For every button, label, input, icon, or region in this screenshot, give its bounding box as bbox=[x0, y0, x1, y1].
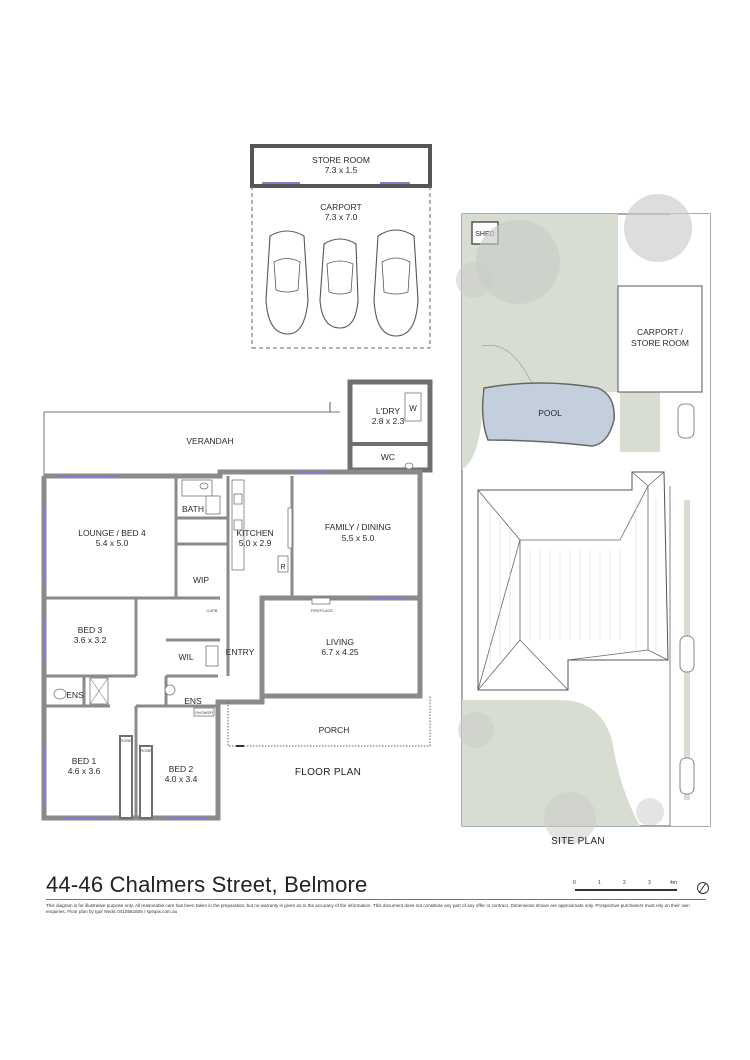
scale-tick-3: 3 bbox=[648, 880, 651, 886]
scale-tick-0: 0 bbox=[573, 880, 576, 886]
north-arrow-icon bbox=[697, 882, 709, 894]
store-room-dims: 7.3 x 1.5 bbox=[325, 165, 358, 175]
fireplace-label: FIREPLACE bbox=[311, 608, 334, 613]
car-right-icon bbox=[373, 229, 419, 337]
car-middle-icon bbox=[319, 238, 359, 329]
scale-tick-4: 4m bbox=[670, 880, 677, 886]
ens1-label: ENS bbox=[66, 690, 84, 700]
robe-label-2: ROBE bbox=[140, 748, 152, 753]
bed3-dims: 3.6 x 3.2 bbox=[74, 635, 107, 645]
site-carport-label: CARPORT / bbox=[637, 327, 684, 337]
page-title: 44-46 Chalmers Street, Belmore bbox=[46, 872, 368, 897]
bed2-dims: 4.0 x 3.4 bbox=[165, 774, 198, 784]
wil-label: WIL bbox=[178, 652, 193, 662]
pool-shape bbox=[481, 382, 615, 447]
disclaimer-text: This diagram is for illustrative purpose… bbox=[46, 903, 690, 914]
lounge-label: LOUNGE / BED 4 bbox=[78, 528, 146, 538]
tree-icon bbox=[636, 798, 664, 826]
tree-icon bbox=[476, 220, 560, 304]
carport-dims: 7.3 x 7.0 bbox=[325, 212, 358, 222]
store-room-outline bbox=[250, 144, 432, 188]
tree-icon bbox=[624, 194, 692, 262]
washer-letter: W bbox=[409, 404, 417, 413]
living-label: LIVING bbox=[326, 637, 354, 647]
washer-icon bbox=[404, 392, 422, 422]
robe-label-1: ROBE bbox=[120, 738, 132, 743]
tree-icon bbox=[456, 262, 492, 298]
pool-label: POOL bbox=[538, 408, 562, 418]
living-dims: 6.7 x 4.25 bbox=[321, 647, 359, 657]
car-left-icon bbox=[265, 230, 309, 335]
floor-plan-caption: FLOOR PLAN bbox=[295, 767, 361, 778]
family-dims: 5.5 x 5.0 bbox=[342, 533, 375, 543]
carport-block: STORE ROOM 7.3 x 1.5 CARPORT 7.3 x 7.0 bbox=[250, 144, 432, 349]
site-car-icon bbox=[677, 403, 695, 439]
kitchen-label: KITCHEN bbox=[236, 528, 273, 538]
fireplace-icon bbox=[311, 597, 331, 605]
shower-label: SHOWER bbox=[195, 710, 213, 715]
site-carport-label-2: STORE ROOM bbox=[631, 338, 689, 348]
site-plan: SHED CARPORT / STORE ROOM POOL bbox=[456, 194, 711, 847]
bath-label: BATH bbox=[182, 504, 204, 514]
tree-icon bbox=[458, 712, 494, 748]
scale-tick-1: 1 bbox=[598, 880, 601, 886]
fridge-letter: R bbox=[280, 564, 285, 571]
bed3-label: BED 3 bbox=[78, 625, 103, 635]
scale-bar-line bbox=[575, 889, 677, 891]
site-car-icon bbox=[679, 635, 695, 673]
footer-rule bbox=[46, 899, 706, 900]
carport-label: CARPORT bbox=[320, 202, 361, 212]
scale-tick-2: 2 bbox=[623, 880, 626, 886]
laundry-label: L'DRY bbox=[376, 406, 400, 416]
site-carport-outline bbox=[617, 285, 703, 393]
kitchen-dims: 5.0 x 2.9 bbox=[239, 538, 272, 548]
laundry-dims: 2.8 x 2.3 bbox=[372, 416, 405, 426]
lounge-dims: 5.4 x 5.0 bbox=[96, 538, 129, 548]
windows bbox=[43, 471, 404, 819]
house-roof-footprint bbox=[477, 471, 669, 691]
bed1-label: BED 1 bbox=[72, 756, 97, 766]
entry-label: ENTRY bbox=[226, 647, 255, 657]
scale-bar: 0 1 2 3 4m bbox=[570, 880, 710, 896]
bed2-label: BED 2 bbox=[169, 764, 194, 774]
cupb-label: CUPB bbox=[206, 608, 217, 613]
store-room-label: STORE ROOM bbox=[312, 155, 370, 165]
tree-icon bbox=[544, 792, 596, 844]
floor-plan: W L'DRY 2.8 x 2.3 WC VERANDAH bbox=[41, 379, 433, 821]
ens2-label: ENS bbox=[184, 696, 202, 706]
fridge-icon bbox=[277, 555, 289, 573]
porch-label: PORCH bbox=[319, 725, 350, 735]
wc-label: WC bbox=[381, 452, 395, 462]
site-car-icon bbox=[679, 757, 695, 795]
verandah-label: VERANDAH bbox=[186, 436, 233, 446]
bed1-dims: 4.6 x 3.6 bbox=[68, 766, 101, 776]
site-plan-caption: SITE PLAN bbox=[551, 836, 605, 847]
shed-label: SHED bbox=[475, 231, 494, 238]
wip-label: WIP bbox=[193, 575, 209, 585]
family-label: FAMILY / DINING bbox=[325, 522, 391, 532]
